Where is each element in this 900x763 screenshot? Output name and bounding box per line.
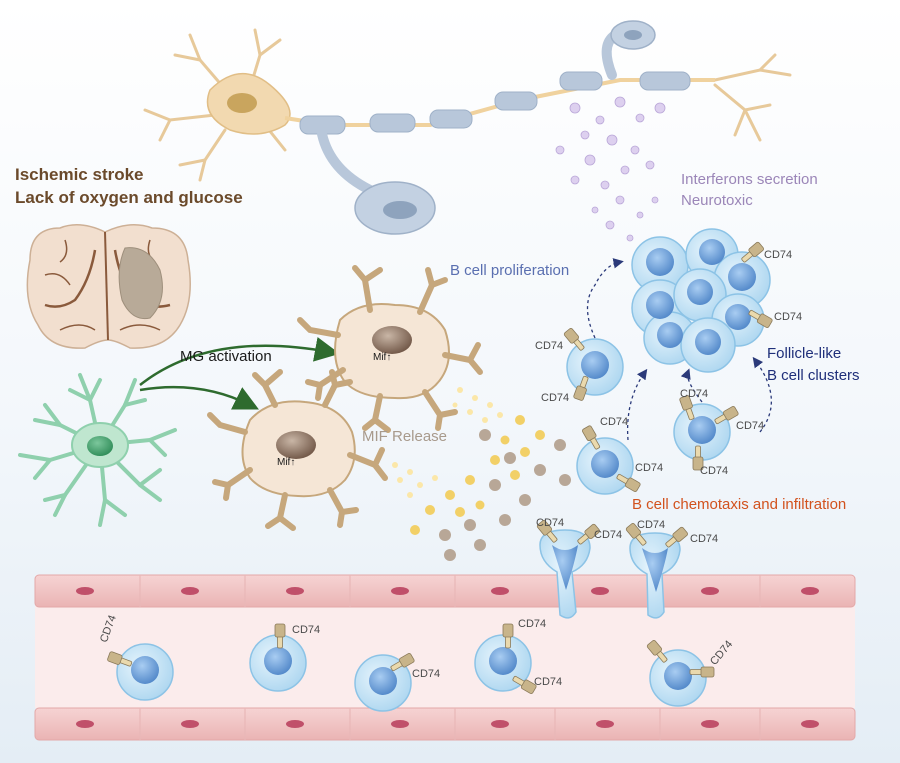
- label-b-cell-clusters: B cell clusters: [767, 367, 860, 384]
- cd74-receptor-icon: [573, 375, 589, 401]
- interferon-droplets: [555, 96, 666, 242]
- label-cd74: CD74: [774, 311, 803, 323]
- label-follicle-like: Follicle-like: [767, 345, 842, 362]
- label-mg-activation: MG activation: [180, 348, 272, 365]
- b-cell-icon: [116, 643, 174, 701]
- b-cell-icon: [673, 403, 731, 461]
- migration-arrow-2: [680, 368, 703, 403]
- cd74-receptor-icon: [679, 395, 695, 421]
- b-cell-icon: [576, 437, 634, 495]
- cd74-receptor-icon: [582, 425, 601, 450]
- cd74-receptor-icon: [390, 653, 415, 672]
- migration-arrow-3: [752, 356, 772, 433]
- mg-activation-arrow-lower: [139, 385, 259, 410]
- label-lack-oxygen-glucose: Lack of oxygen and glucose: [15, 188, 243, 207]
- label-cd74: CD74: [700, 465, 729, 477]
- cd74-receptor-icon: [748, 309, 773, 328]
- cd74-receptor-icon: [107, 651, 133, 667]
- label-cd74: CD74: [541, 392, 570, 404]
- cd74-receptor-icon: [714, 406, 739, 425]
- cd74-receptor-icon: [692, 445, 704, 471]
- proliferation-arrow: [586, 258, 624, 339]
- label-cd74: CD74: [637, 519, 666, 531]
- label-cd74: CD74: [518, 618, 547, 630]
- cd74-receptor-icon: [646, 640, 668, 663]
- label-cd74: CD74: [534, 676, 563, 688]
- neuron-icon: [143, 20, 792, 235]
- b-cell-transmigrating-icon: [629, 532, 681, 619]
- cd74-receptor-icon: [563, 328, 585, 351]
- b-cell-cluster: [631, 228, 771, 373]
- label-cd74: CD74: [600, 416, 629, 428]
- label-ischemic-stroke: Ischemic stroke: [15, 165, 144, 184]
- cd74-receptor-icon: [274, 623, 286, 649]
- label-cd74: CD74: [536, 517, 565, 529]
- label-mif-upper: Mif↑: [373, 352, 392, 363]
- microglia-activated-icon: [297, 265, 483, 433]
- label-cd74: CD74: [736, 420, 765, 432]
- cd74-receptors: [107, 241, 773, 694]
- cd74-receptor-icon: [625, 523, 647, 546]
- label-b-cell-proliferation: B cell proliferation: [450, 262, 570, 279]
- migration-arrows: [586, 258, 772, 441]
- label-cd74: CD74: [680, 388, 709, 400]
- mg-activation-arrow-upper: [139, 337, 340, 386]
- label-mif-lower: Mif↑: [277, 457, 296, 468]
- migration-arrow-1: [626, 368, 648, 441]
- b-cell-icon: [566, 338, 624, 396]
- cd74-receptor-icon: [665, 526, 688, 548]
- label-cd74: CD74: [635, 462, 664, 474]
- mif-release-dots: [392, 387, 571, 561]
- cd74-receptor-icon: [512, 675, 537, 694]
- cd74-receptor-icon: [741, 241, 764, 263]
- cd74-receptor-icon: [502, 623, 514, 649]
- label-interferons-secretion: Interferons secretion: [681, 171, 818, 188]
- label-cd74: CD74: [594, 529, 623, 541]
- b-cell-transmigrating-icon: [539, 529, 591, 619]
- label-cd74: CD74: [292, 624, 321, 636]
- label-mif-release: MIF Release: [362, 428, 448, 445]
- label-cd74: CD74: [535, 340, 564, 352]
- blood-vessel-icon: [34, 574, 856, 741]
- label-cd74: CD74: [690, 533, 719, 545]
- label-neurotoxic: Neurotoxic: [681, 192, 753, 209]
- label-cd74: CD74: [764, 249, 793, 261]
- microglia-resting-icon: [18, 373, 177, 527]
- cd74-receptor-icon: [689, 666, 715, 678]
- label-cd74: CD74: [412, 668, 441, 680]
- cd74-receptor-icon: [616, 473, 641, 492]
- b-cell-icon: [249, 634, 307, 692]
- microglia-activated-icon: [207, 369, 388, 531]
- label-b-cell-chemotaxis: B cell chemotaxis and infiltration: [632, 496, 847, 513]
- cd74-receptor-icon: [577, 523, 600, 545]
- b-cell-icon: [649, 649, 707, 707]
- brain-section-icon: [26, 224, 191, 349]
- cd74-receptor-icon: [536, 520, 558, 543]
